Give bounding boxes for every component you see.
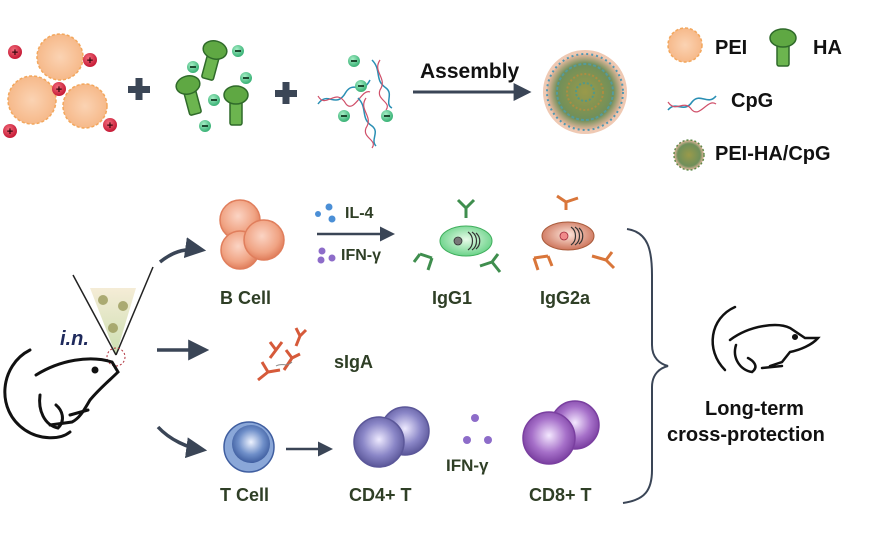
plus-icon [275, 82, 297, 104]
igg1-antibody-icon [412, 252, 434, 271]
igg2a-antibody-icon [532, 254, 554, 271]
igg1-antibody-icon [456, 198, 476, 218]
legend-cpg-icon [667, 95, 717, 113]
ha-molecule [175, 75, 202, 116]
svg-text:+: + [56, 84, 62, 96]
negative-charge-icon [355, 80, 367, 92]
igg2a-plasma-cell-icon [541, 221, 595, 251]
ifn-label-b: IFN-γ [341, 247, 381, 264]
positive-charge-icon: + [103, 118, 117, 132]
negative-charge-icon [381, 110, 393, 122]
il4-label: IL-4 [345, 205, 374, 222]
legend-nanoparticle-icon [673, 139, 705, 171]
siga-antibody-icon [257, 327, 308, 382]
siga-label: sIgA [334, 352, 374, 372]
igg1-label: IgG1 [432, 288, 473, 308]
positive-charge-icon: + [52, 82, 66, 96]
mouse-icon [3, 348, 120, 440]
positive-charge-icon: + [3, 124, 17, 138]
igg1-antibody-icon [479, 253, 502, 273]
positive-charge-icon: + [8, 45, 22, 59]
legend-label-cpg: CpG [731, 90, 774, 112]
outcome-line1: Long-term [705, 398, 804, 420]
svg-text:+: + [12, 47, 18, 59]
il4-dots-icon [315, 203, 336, 223]
legend-label-nanoparticle: PEI-HA/CpG [715, 143, 831, 165]
plus-icon [128, 78, 150, 100]
pipette-tip-icon [72, 266, 154, 367]
pei-blob [36, 33, 84, 81]
protected-mouse-icon [711, 305, 821, 374]
cd8-label: CD8+ T [529, 485, 592, 505]
igg2a-antibody-icon [591, 251, 616, 270]
b-cell-label: B Cell [220, 288, 272, 308]
legend-ha-icon [769, 28, 797, 67]
ha-molecule [201, 40, 228, 81]
negative-charge-icon [208, 94, 220, 106]
route-label: i.n. [60, 328, 89, 350]
assembly-label: Assembly [420, 60, 520, 83]
summary-brace [622, 228, 669, 504]
svg-text:+: + [87, 55, 93, 67]
arrow-to-t-cell [156, 425, 208, 459]
negative-charge-icon [187, 61, 199, 73]
negative-charge-icon [348, 55, 360, 67]
cd4-label: CD4+ T [349, 485, 412, 505]
negative-charge-icon [199, 120, 211, 132]
b-cell-icon [219, 199, 285, 270]
dna-strand [357, 97, 377, 149]
ifn-dots-icon [463, 414, 492, 444]
t-cell-icon [223, 421, 275, 473]
igg2a-antibody-icon [556, 194, 579, 210]
dna-strand [371, 59, 393, 111]
arrow-to-b-cell [158, 237, 207, 264]
negative-charge-icon [338, 110, 350, 122]
negative-charge-icon [240, 72, 252, 84]
outcome-line2: cross-protection [667, 424, 825, 446]
ifn-dots-icon [317, 247, 336, 264]
nanoparticle-icon [543, 50, 627, 134]
svg-text:+: + [107, 120, 113, 132]
pei-blob [62, 83, 108, 129]
legend-label-pei: PEI [715, 37, 748, 59]
legend-label-ha: HA [813, 37, 842, 59]
positive-charge-icon: + [83, 53, 97, 67]
igg1-plasma-cell-icon [439, 225, 493, 257]
igg2a-label: IgG2a [540, 288, 591, 308]
ha-cluster [175, 40, 249, 126]
cd4-t-cell-icon [353, 406, 430, 468]
pei-blob [7, 75, 57, 125]
pei-cluster [7, 33, 108, 129]
cd8-t-cell-icon [522, 400, 600, 465]
legend-pei-icon [667, 27, 703, 63]
cpg-cluster [317, 59, 393, 149]
ha-molecule [223, 85, 249, 126]
negative-charge-icon [232, 45, 244, 57]
t-cell-label: T Cell [220, 485, 270, 505]
ifn-label-t: IFN-γ [446, 456, 489, 475]
svg-text:+: + [7, 126, 13, 138]
